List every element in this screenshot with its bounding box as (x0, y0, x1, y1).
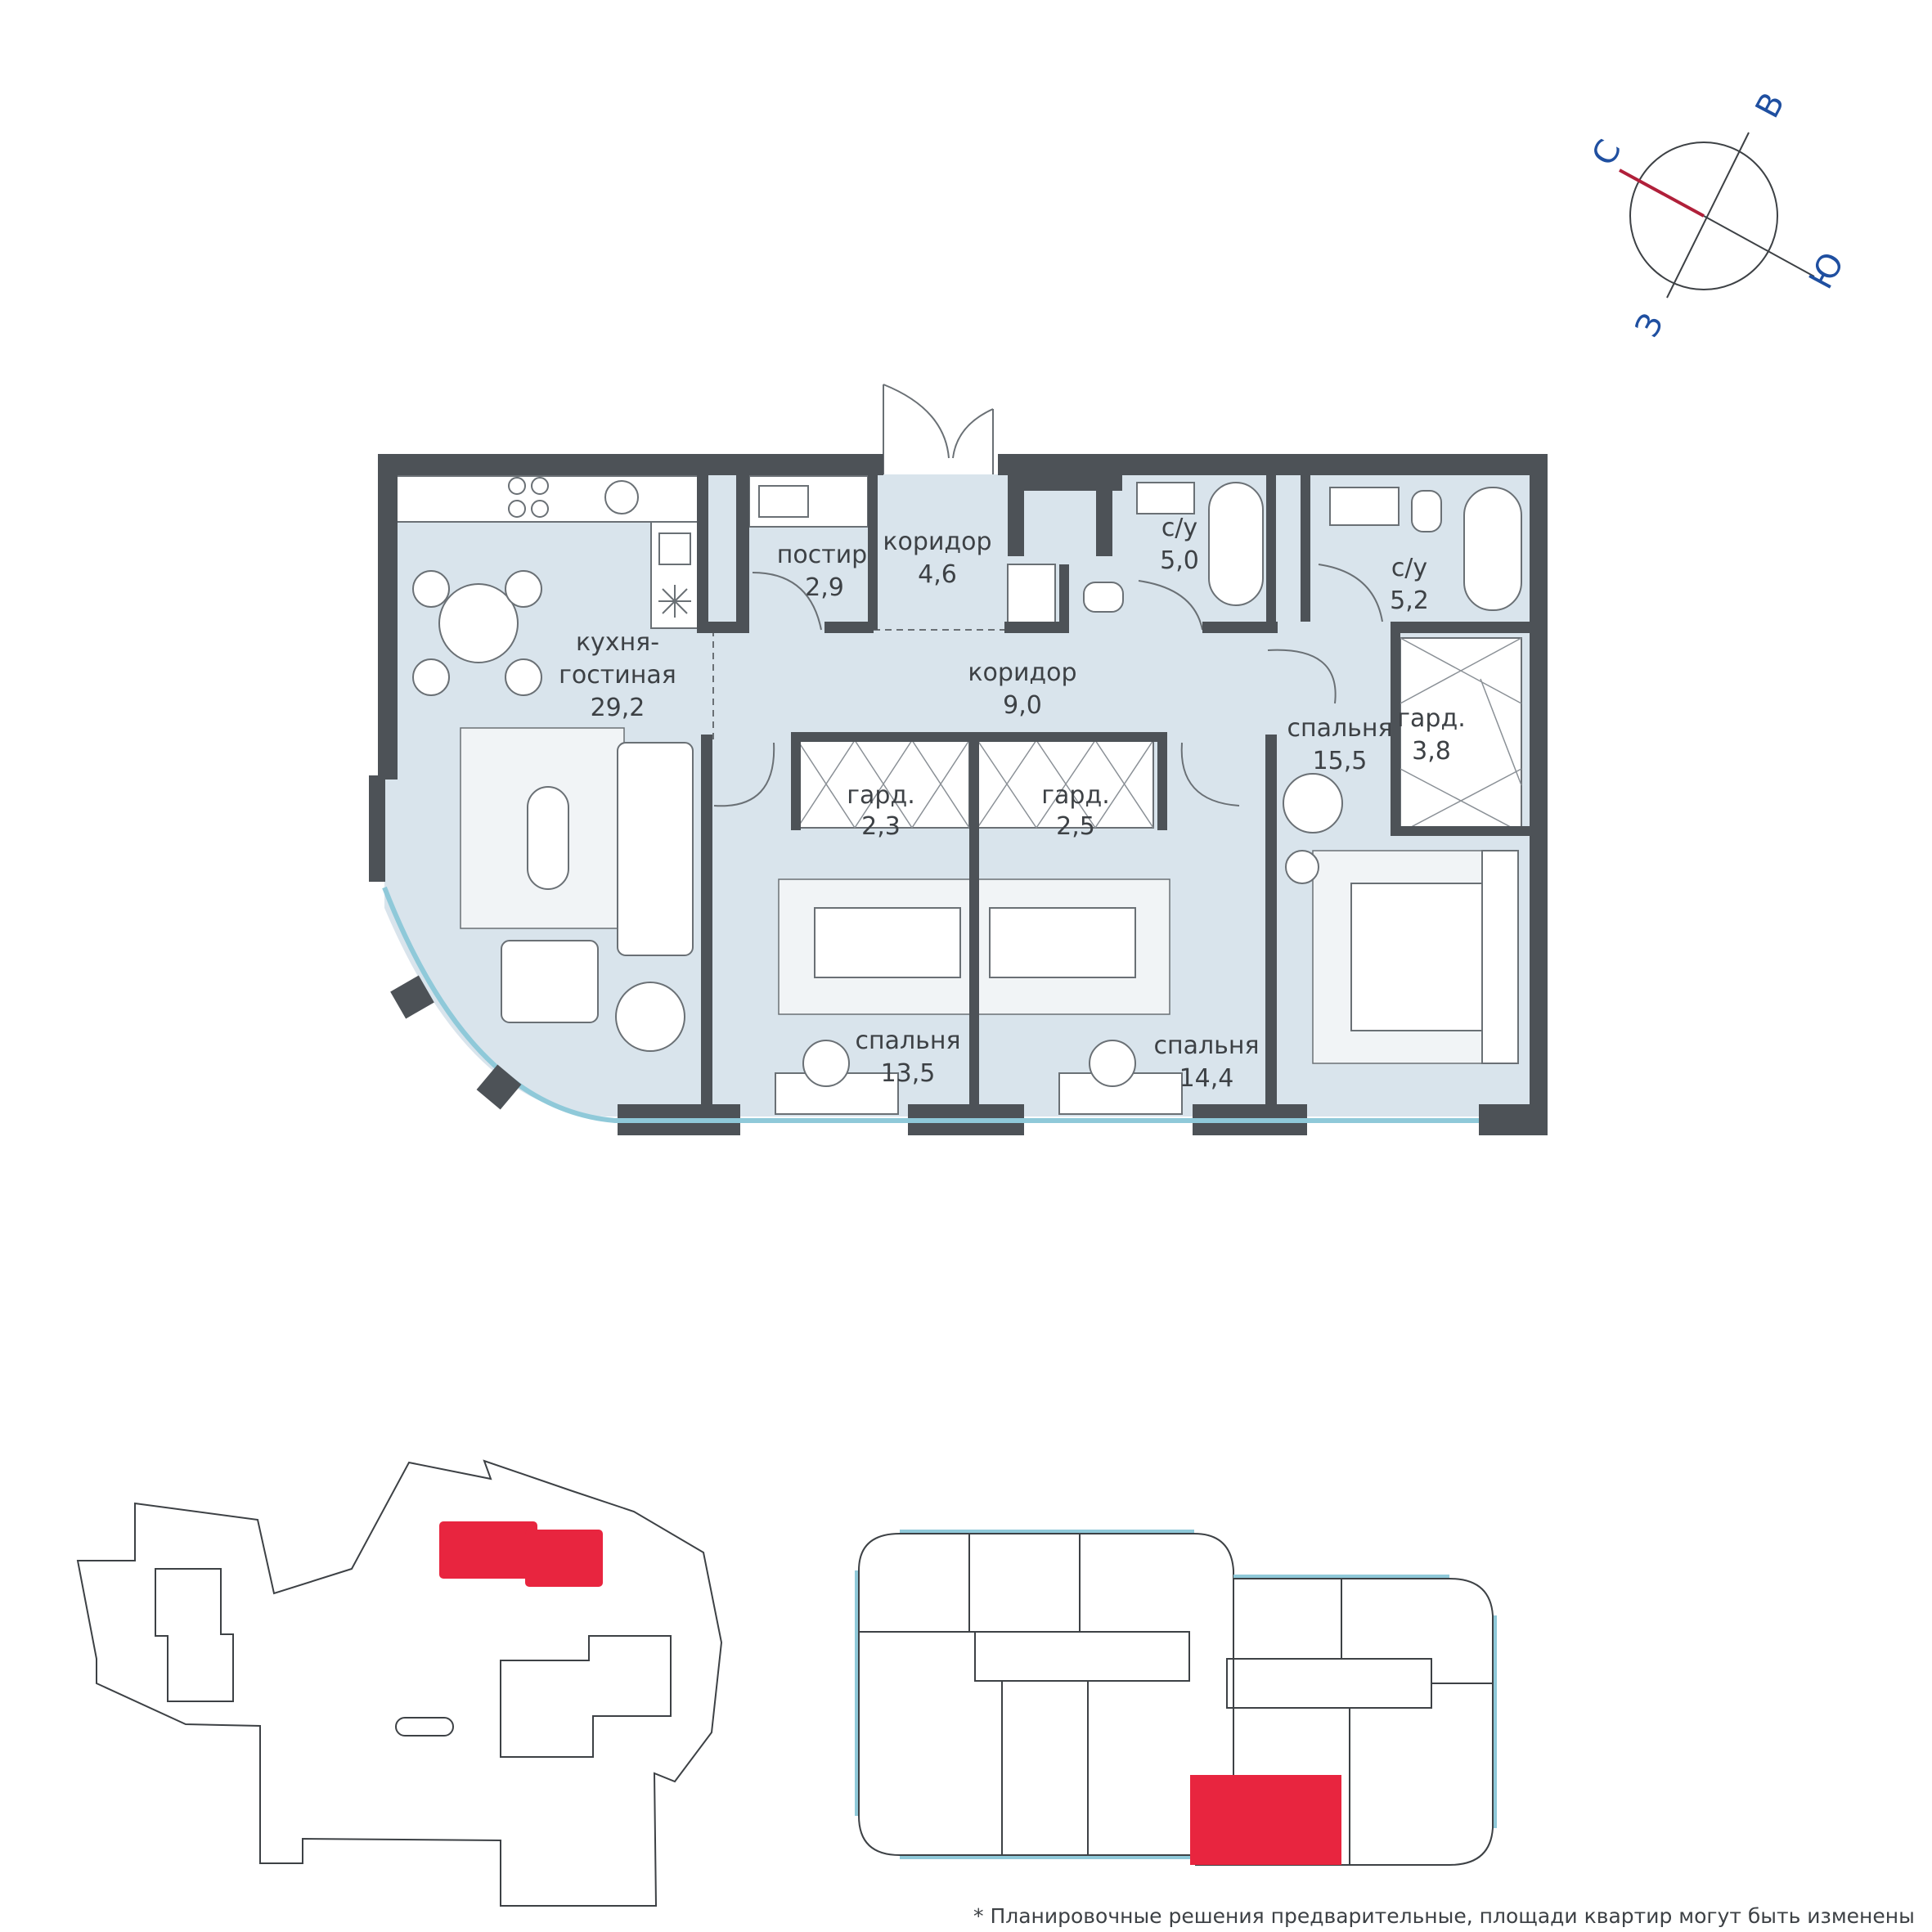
room-storage-area: 2,9 (805, 573, 844, 602)
bedroom-2-chair (1089, 1040, 1136, 1087)
shower (1007, 564, 1056, 631)
room-bedroom-1-area: 13,5 (881, 1059, 936, 1088)
room-bedroom-1-name: спальня (855, 1027, 960, 1055)
dining-chairs (412, 570, 542, 696)
site-highlight-a (439, 1521, 537, 1579)
bedroom-3-armchair (1283, 773, 1343, 833)
compass-south-label: Ю (1802, 246, 1852, 295)
room-bedroom-3-area: 15,5 (1313, 747, 1368, 775)
site-plan (76, 1459, 723, 1907)
sofa (617, 742, 694, 956)
bedroom-1-bed (814, 907, 961, 978)
dining-table (438, 583, 519, 663)
room-corridor-entry-area: 4,6 (918, 560, 957, 589)
room-bedroom-2-area: 14,4 (1179, 1064, 1234, 1093)
floor-key-core-left (974, 1631, 1190, 1682)
room-wardrobe-3-name: гард. (1397, 704, 1465, 733)
bath-2-toilet (1411, 490, 1442, 532)
room-kitchen-name-1: кухня- (576, 628, 659, 657)
site-pool (395, 1717, 454, 1737)
bath-2-tub (1463, 487, 1522, 611)
wardrobe-3-doors (1400, 637, 1522, 833)
cooktop-icon (508, 477, 549, 518)
bedroom-3-side-table (1285, 850, 1319, 884)
floor-key-core-right (1226, 1658, 1432, 1709)
apartment-floor (369, 384, 1548, 1135)
floor-key-outline-right (1195, 1578, 1494, 1866)
site-highlight-b (525, 1530, 603, 1587)
wardrobe-3-unit (1400, 637, 1522, 833)
room-corridor-main-name: коридор (968, 658, 1076, 687)
room-corridor-main-area: 9,0 (1003, 691, 1042, 720)
bath-1-sink (1136, 482, 1195, 514)
room-labels: кухня- гостиная 29,2 постир 2,9 коридор … (559, 514, 1466, 1093)
room-wardrobe-1-area: 2,3 (861, 812, 901, 841)
sink-icon (658, 532, 691, 565)
balcony-column-2 (476, 1064, 522, 1110)
compass-axis-south (1703, 215, 1815, 277)
bedroom-2-bed (989, 907, 1136, 978)
compass-axis-east-west (1666, 132, 1750, 299)
plant-icon (615, 982, 685, 1052)
walls (369, 454, 1548, 1135)
wardrobe-2-doors (977, 739, 1154, 829)
room-bedroom-2-name: спальня (1153, 1031, 1259, 1060)
room-wardrobe-1-name: гард. (847, 781, 914, 810)
room-bath-1-name: с/у (1161, 514, 1197, 542)
floor-key-window-ticks (855, 1530, 1497, 1859)
room-bath-2-name: с/у (1391, 554, 1427, 582)
room-bedroom-3-name: спальня (1287, 714, 1392, 743)
compass-ring (1629, 142, 1778, 290)
armchair (501, 940, 599, 1023)
room-wardrobe-2-name: гард. (1041, 781, 1109, 810)
room-kitchen-area: 29,2 (591, 694, 645, 722)
room-bath-1-area: 5,0 (1160, 546, 1199, 575)
room-wardrobe-2-area: 2,5 (1056, 812, 1095, 841)
room-storage-name: постир (777, 541, 867, 569)
site-building-2 (500, 1635, 672, 1758)
footnote: * Планировочные решения предварительные,… (973, 1904, 1915, 1928)
compass-west-label: З (1629, 308, 1672, 344)
compass-east-label: В (1749, 87, 1793, 124)
bath-2-sink (1329, 487, 1400, 526)
floor-key-partitions (859, 1534, 1493, 1865)
wardrobe-1-doors (797, 739, 970, 829)
bedroom-1-chair (802, 1040, 850, 1087)
room-separators (712, 629, 1008, 740)
room-kitchen-name-2: гостиная (559, 661, 676, 690)
coffee-table (527, 786, 569, 890)
room-wardrobe-3-area: 3,8 (1412, 737, 1451, 766)
floor-key-outline-left (858, 1533, 1234, 1856)
site-building-1 (155, 1568, 234, 1702)
bath-1-toilet (1083, 582, 1124, 613)
balcony-column-1 (390, 975, 434, 1019)
bath-1-tub (1208, 482, 1264, 606)
window-line (382, 886, 1479, 1123)
washer-icon (604, 480, 639, 514)
door-swings (713, 384, 1383, 807)
compass: С В Ю З (1585, 87, 1852, 344)
fan-icon (658, 585, 691, 618)
room-corridor-entry-name: коридор (883, 528, 991, 556)
compass-north-needle (1619, 168, 1705, 218)
floor-key-highlight (1190, 1775, 1341, 1865)
room-bath-2-area: 5,2 (1390, 586, 1429, 615)
compass-north-label: С (1585, 134, 1629, 172)
floor-key (855, 1530, 1497, 1866)
site-outline (76, 1459, 723, 1907)
bedroom-3-nightstand (1481, 850, 1519, 1064)
laundry-sink (758, 485, 809, 518)
